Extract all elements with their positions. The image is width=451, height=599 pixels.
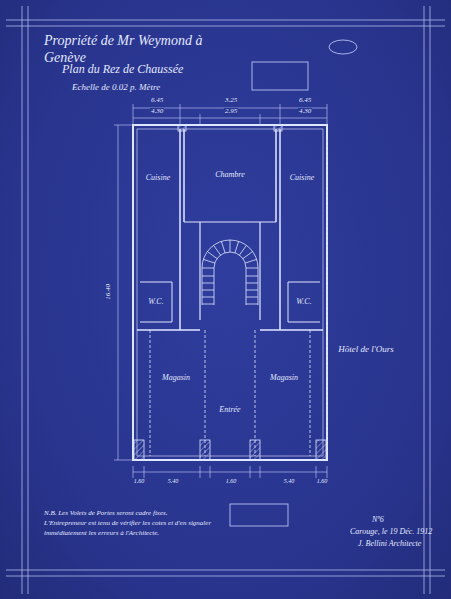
room: W.C.: [145, 297, 166, 308]
room: Chambre: [212, 170, 247, 181]
dimension: 6.45: [298, 97, 312, 105]
dimension: 6.45: [150, 97, 164, 105]
sheet-frame: [6, 6, 445, 594]
room-name: Magasin: [162, 374, 190, 383]
staircase: [202, 240, 258, 305]
room-name: Chambre: [215, 171, 244, 180]
dimension: 1.60: [133, 478, 146, 485]
dimension: 5.40: [283, 478, 296, 485]
dimension: 4.30: [298, 108, 312, 116]
dimension: 1.60: [316, 478, 329, 485]
room: Entrée: [216, 405, 243, 416]
walls: [133, 125, 327, 460]
title: Propriété de Mr Weymond à Genève: [44, 33, 214, 67]
room: Magasin: [267, 373, 301, 384]
note: L'Entrepreneur est tenu de vérifier les …: [44, 520, 211, 528]
room-name: W.C.: [148, 298, 163, 307]
room-name: W.C.: [296, 298, 311, 307]
subtitle: Plan du Rez de Chaussée: [62, 63, 183, 76]
dimension: 1.60: [225, 478, 238, 485]
dimension: 16.40: [105, 283, 113, 301]
note: J. Bellini Architecte: [358, 540, 421, 549]
dimension: 2.95: [224, 108, 238, 116]
pillars: [134, 125, 326, 460]
room-name: Cuisine: [290, 174, 314, 183]
room: Cuisine: [143, 173, 173, 184]
note: immédiatement les erreurs à l'Architecte…: [44, 530, 159, 538]
dimension: 4.30: [150, 108, 164, 116]
dimension-lines: [114, 104, 327, 478]
note: Nº6: [372, 516, 384, 525]
room-name: Cuisine: [146, 174, 170, 183]
note: N.B. Les Volets de Portes seront cadre f…: [44, 510, 168, 518]
room-name: Entrée: [219, 406, 240, 415]
room-name: Magasin: [270, 374, 298, 383]
subtitle: Echelle de 0.02 p. Mètre: [72, 83, 160, 93]
note: Carouge, le 19 Déc. 1912: [350, 528, 432, 537]
dimension: 5.40: [167, 478, 180, 485]
room: Magasin: [159, 373, 193, 384]
dimension: 3.25: [224, 97, 238, 105]
room: W.C.: [293, 297, 314, 308]
neighbour-label: Hôtel de l'Ours: [338, 345, 393, 355]
room: Cuisine: [287, 173, 317, 184]
stamps: [230, 40, 357, 526]
